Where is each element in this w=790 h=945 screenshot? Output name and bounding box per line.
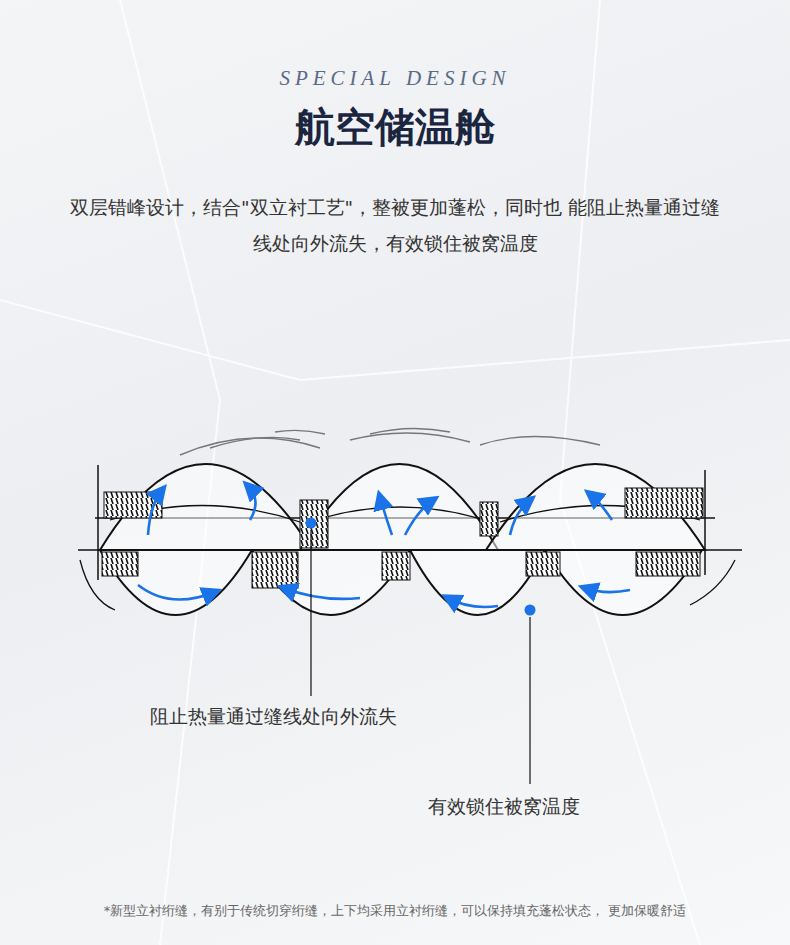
callout-label: 阻止热量通过缝线处向外流失 [150,704,397,730]
footnote-caption: *新型立衬绗缝，有别于传统切穿绗缝，上下均采用立衬绗缝，可以保持填充蓬松状态， … [10,902,780,920]
subtitle-label: SPECIAL DESIGN [0,66,790,91]
description-text: 双层错峰设计，结合"双立衬工艺"，整被更加蓬松，同时也 能阻止热量通过缝线处向外… [70,190,720,262]
callout-label: 有效锁住被窝温度 [428,794,580,820]
title: 航空储温舱 [0,100,790,155]
